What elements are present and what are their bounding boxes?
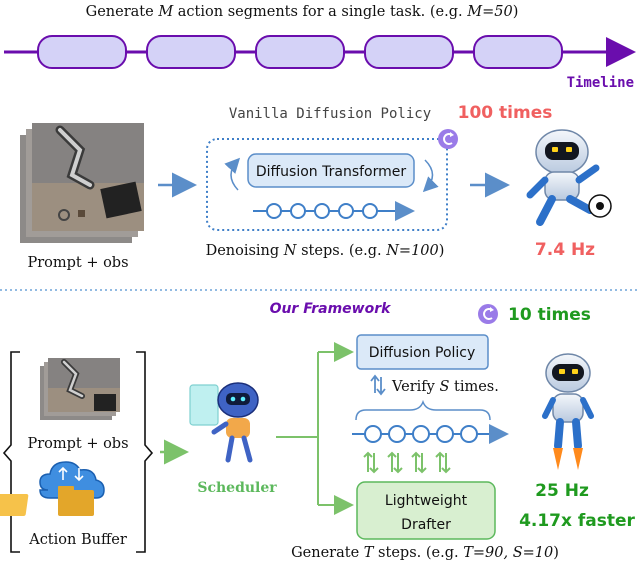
denoise-step-node bbox=[290, 203, 306, 219]
scheduler-robot-illustration bbox=[189, 382, 259, 463]
draft-step-node bbox=[364, 425, 382, 443]
timeline-label: Timeline bbox=[567, 75, 634, 91]
observation-image-stack bbox=[20, 123, 144, 243]
generate-caption: Generate T steps. (e.g. T=90, S=10) bbox=[291, 545, 559, 561]
action-segment bbox=[364, 35, 454, 69]
framework-input-label: Prompt + obs bbox=[27, 436, 128, 452]
draft-updown-arrows bbox=[363, 451, 451, 474]
scheduler-label: Scheduler bbox=[197, 480, 277, 496]
diffusion-policy-label: Diffusion Policy bbox=[369, 345, 476, 361]
action-buffer-icon bbox=[0, 461, 105, 516]
drafter-label-line1: Lightweight bbox=[385, 493, 468, 509]
diffusion-transformer-box bbox=[247, 153, 415, 188]
draft-step-node bbox=[436, 425, 454, 443]
action-segment bbox=[255, 35, 345, 69]
verify-updown-icon bbox=[370, 374, 386, 396]
framework-times: 10 times bbox=[508, 305, 591, 325]
draft-step-node bbox=[388, 425, 406, 443]
input-brace-right bbox=[136, 351, 154, 553]
observation-image-stack-small bbox=[40, 358, 120, 420]
vanilla-title: Vanilla Diffusion Policy bbox=[229, 106, 431, 122]
draft-step-node bbox=[412, 425, 430, 443]
denoising-caption: Denoising N steps. (e.g. N=100) bbox=[206, 243, 445, 259]
action-segment bbox=[37, 35, 127, 69]
denoise-step-node bbox=[338, 203, 354, 219]
task-caption: Generate M action segments for a single … bbox=[86, 4, 519, 20]
vanilla-rate: 7.4 Hz bbox=[535, 240, 595, 260]
diffusion-transformer-label: Diffusion Transformer bbox=[256, 164, 407, 180]
denoise-step-node bbox=[266, 203, 282, 219]
vanilla-times: 100 times bbox=[458, 103, 553, 123]
vanilla-policy-box bbox=[206, 138, 448, 231]
lightweight-drafter-box bbox=[356, 481, 496, 540]
framework-speedup: 4.17x faster bbox=[519, 511, 635, 531]
vanilla-input-label: Prompt + obs bbox=[27, 255, 128, 271]
input-brace-left bbox=[2, 351, 20, 553]
drafter-label-line2: Drafter bbox=[401, 517, 451, 533]
action-segment bbox=[146, 35, 236, 69]
verify-caption: Verify S times. bbox=[391, 379, 499, 395]
framework-title: Our Framework bbox=[270, 301, 393, 317]
loop-arrow-right bbox=[422, 159, 439, 193]
verify-brace bbox=[355, 399, 491, 421]
rocket-robot-illustration bbox=[542, 353, 594, 470]
denoise-step-node bbox=[362, 203, 378, 219]
framework-rate: 25 Hz bbox=[535, 481, 589, 501]
diffusion-policy-box bbox=[356, 334, 489, 370]
action-segment bbox=[473, 35, 563, 69]
draft-step-node bbox=[460, 425, 478, 443]
denoise-step-node bbox=[314, 203, 330, 219]
repeat-icon bbox=[478, 304, 498, 324]
action-buffer-label: Action Buffer bbox=[28, 532, 127, 548]
loop-arrow-left bbox=[224, 157, 241, 191]
repeat-icon bbox=[438, 129, 458, 149]
soccer-robot-illustration bbox=[526, 129, 612, 226]
